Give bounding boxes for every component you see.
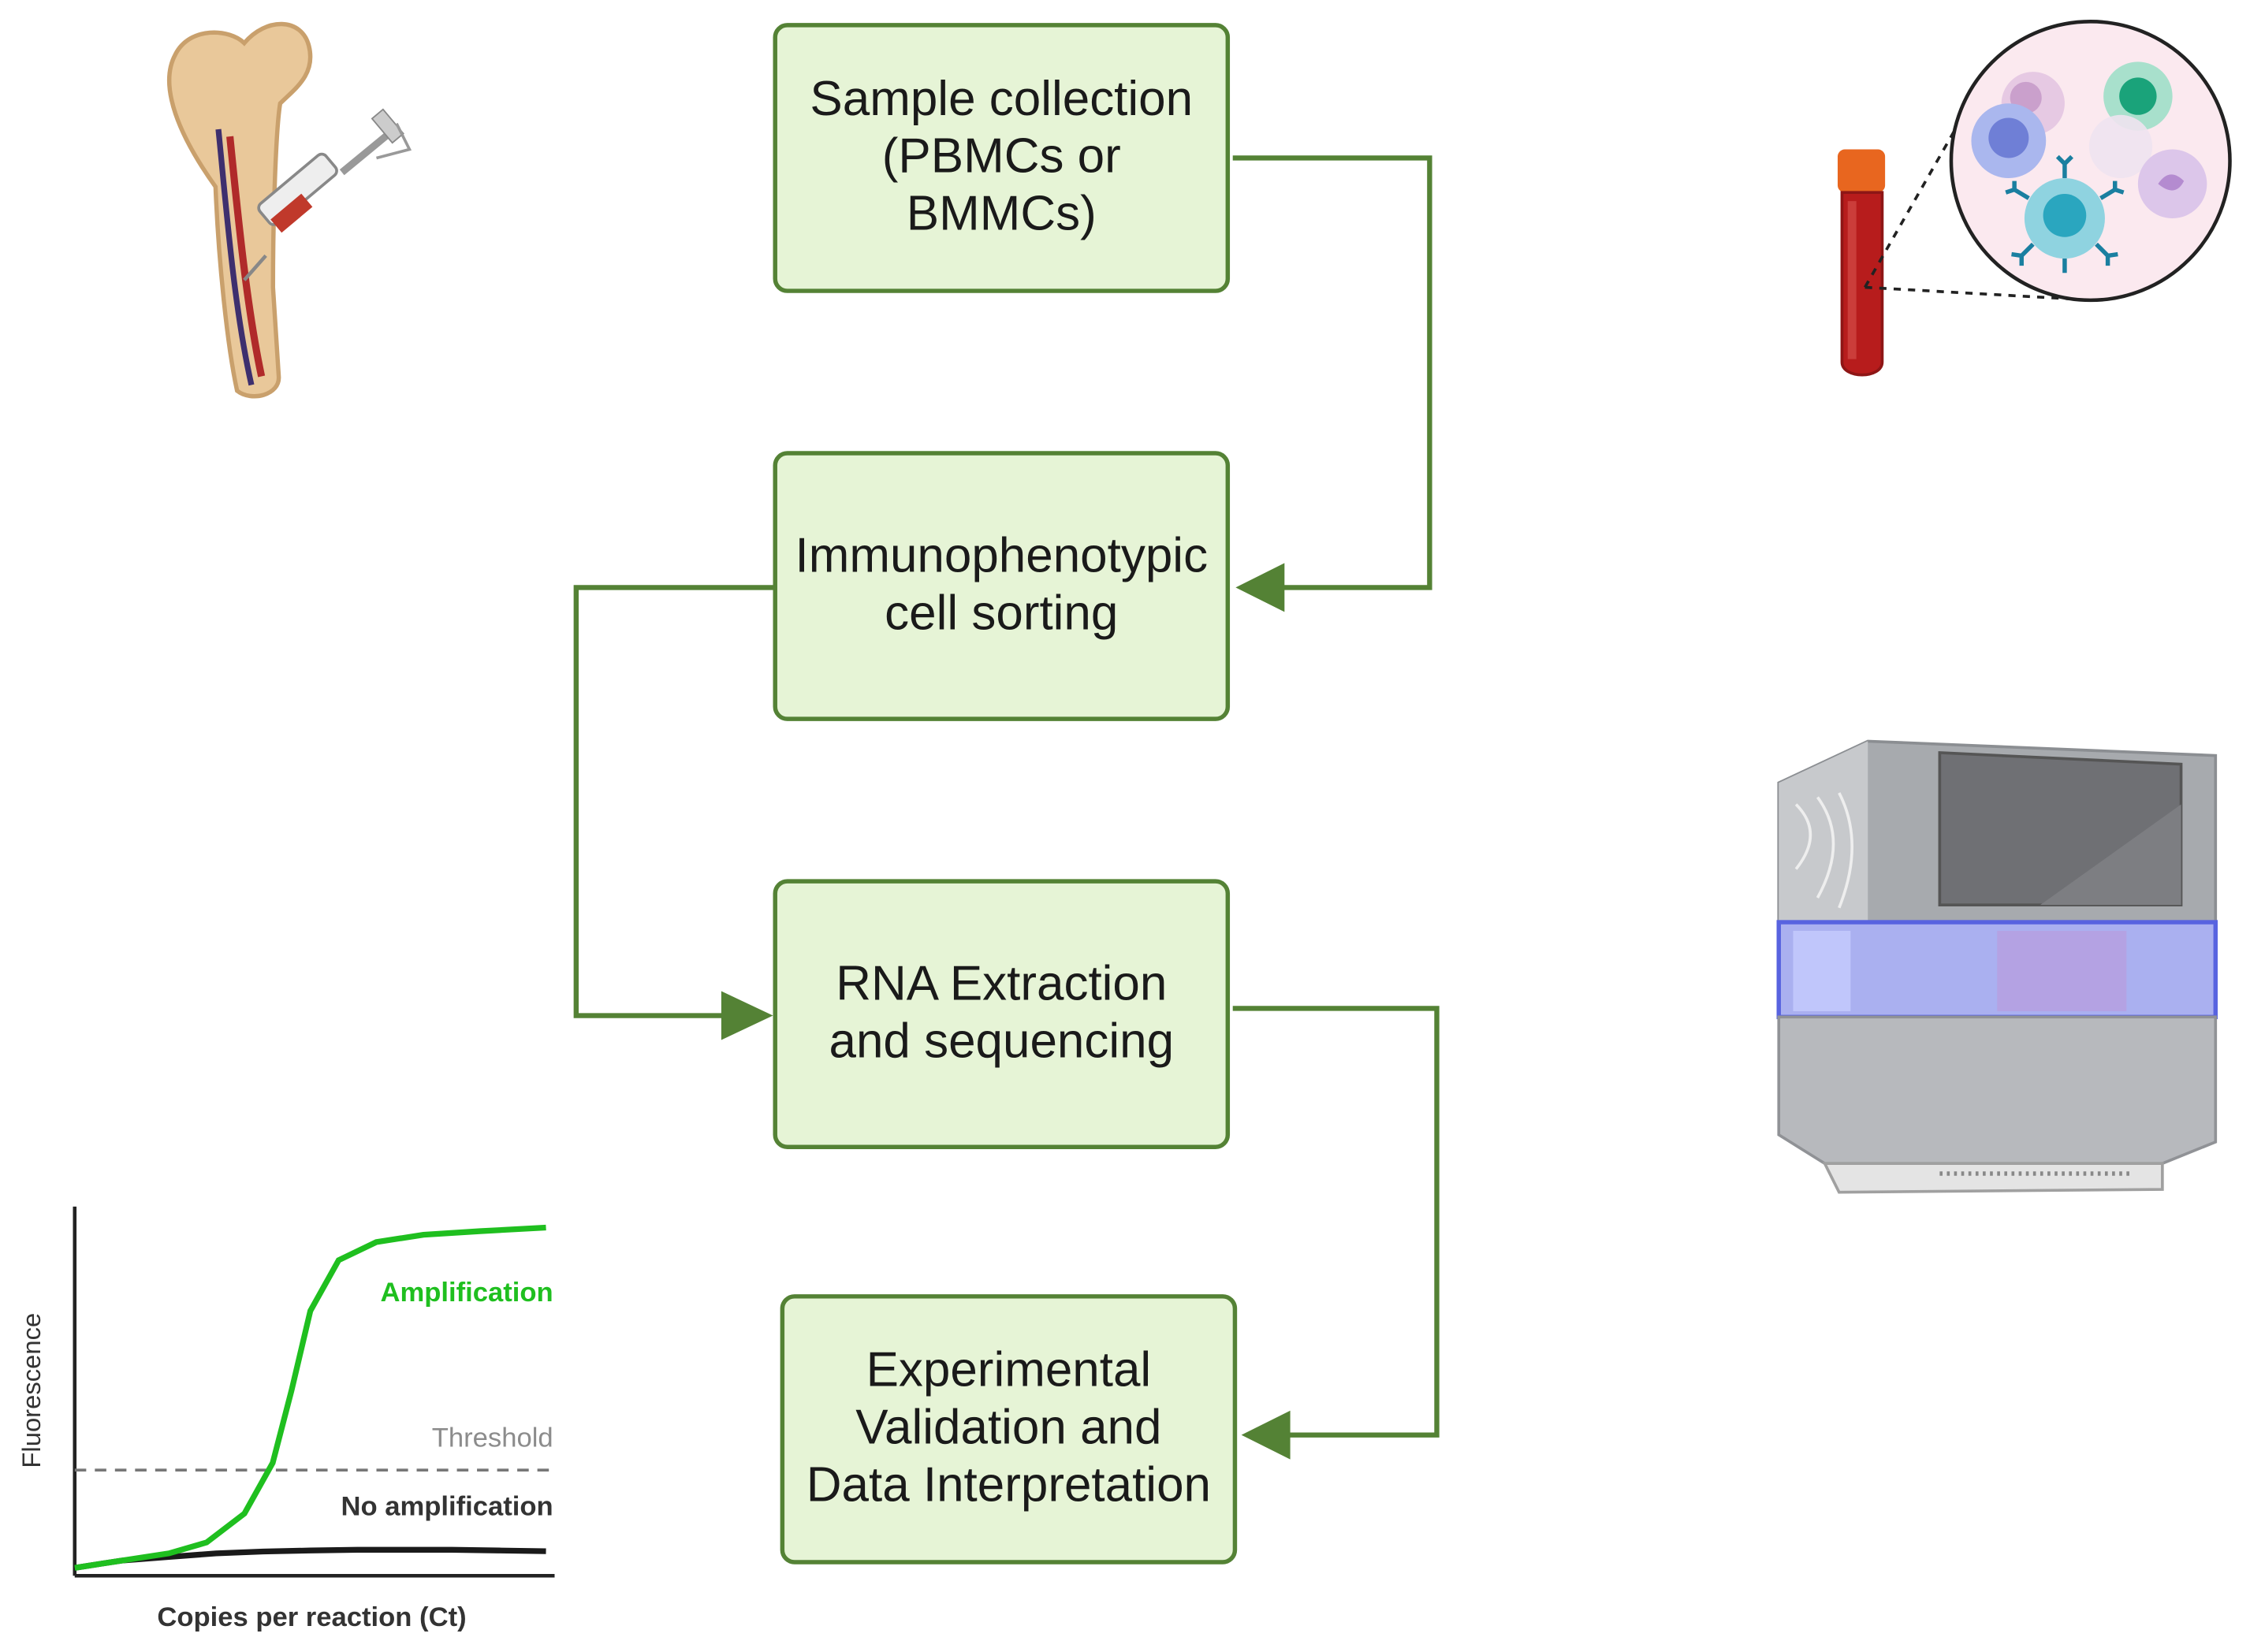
blood-cells — [1971, 61, 2207, 273]
amplification-label: Amplification — [380, 1278, 553, 1308]
threshold-label: Threshold — [432, 1423, 553, 1453]
zoom-line — [1864, 125, 1958, 288]
step-experimental-validation: Experimental Validation and Data Interpr… — [780, 1294, 1238, 1565]
connector-1-to-2 — [1232, 155, 1432, 590]
step-label: Experimental Validation and Data Interpr… — [806, 1343, 1212, 1512]
syringe — [243, 108, 412, 281]
step-label: Sample collection (PBMCs or BMMCs) — [810, 72, 1194, 241]
connector-3-to-4 — [1232, 1006, 1440, 1438]
step-label: Immunophenotypic cell sorting — [795, 529, 1209, 641]
step-rna-extraction-sequencing: RNA Extraction and sequencing — [773, 879, 1231, 1149]
femur-bone — [167, 21, 313, 399]
arrowhead-into-step-4 — [1241, 1410, 1291, 1460]
y-axis-label: Fluorescence — [17, 1313, 46, 1468]
zoom-line — [1864, 285, 2069, 300]
step-label: RNA Extraction and sequencing — [829, 957, 1175, 1069]
x-axis-label: Copies per reaction (Ct) — [157, 1602, 466, 1632]
no-amplification-label: No amplification — [341, 1492, 553, 1522]
arrowhead-into-step-2 — [1235, 563, 1285, 612]
arrowhead-into-step-3 — [721, 991, 773, 1040]
blood-tube — [1837, 149, 1886, 377]
connector-2-to-3 — [573, 585, 773, 1018]
step-sample-collection: Sample collection (PBMCs or BMMCs) — [773, 23, 1231, 293]
step-immunophenotypic-cell-sorting: Immunophenotypic cell sorting — [773, 451, 1231, 721]
amplification-curve — [74, 1224, 546, 1571]
